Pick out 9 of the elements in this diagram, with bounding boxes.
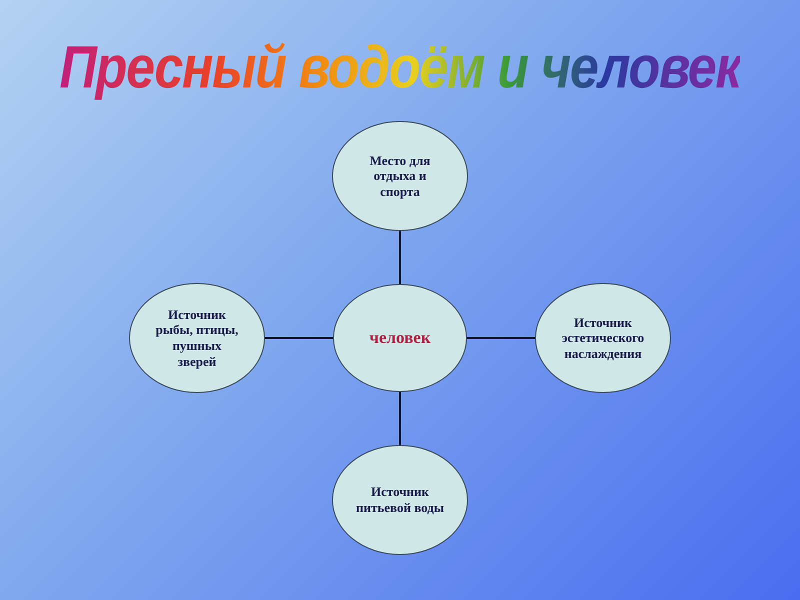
node-label: Источник эстетического наслаждения <box>560 314 646 362</box>
connector-line <box>399 392 401 445</box>
node-label: Источник питьевой воды <box>355 484 445 516</box>
center-label: человек <box>369 327 431 350</box>
connector-line <box>467 337 535 339</box>
connector-line <box>265 337 333 339</box>
node-label: Место для отдыха и спорта <box>368 152 432 200</box>
connector-line <box>399 231 401 284</box>
node-label: Источник рыбы, птицы, пушных зверей <box>154 306 240 370</box>
